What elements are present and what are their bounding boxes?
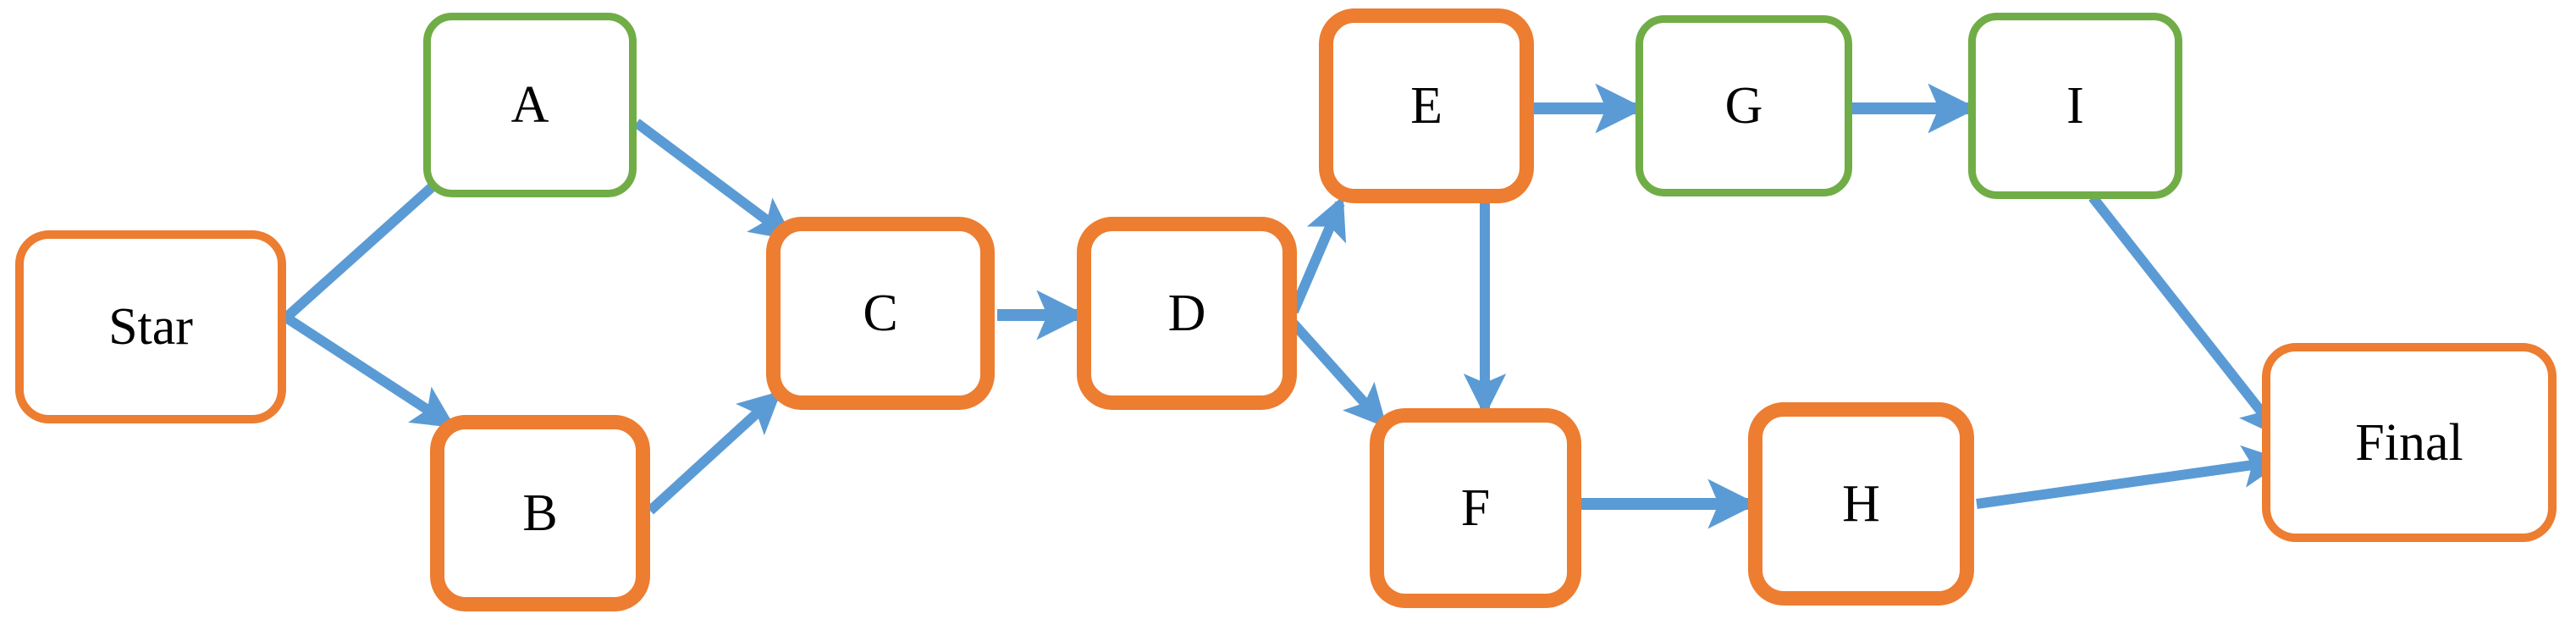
node-label-c: C — [863, 285, 898, 342]
edge-h-final — [1976, 445, 2286, 509]
edge-b-c — [646, 390, 782, 515]
node-e[interactable]: E — [1319, 8, 1534, 203]
node-label-g: G — [1724, 77, 1763, 135]
node-i[interactable]: I — [1968, 13, 2182, 199]
node-star[interactable]: Star — [15, 230, 286, 423]
node-g[interactable]: G — [1636, 15, 1852, 196]
node-label-final: Final — [2355, 413, 2463, 472]
node-a[interactable]: A — [423, 13, 637, 197]
node-label-h: H — [1842, 475, 1880, 533]
node-label-d: D — [1167, 285, 1206, 342]
node-label-b: B — [522, 484, 558, 542]
node-d[interactable]: D — [1077, 217, 1297, 410]
node-b[interactable]: B — [430, 415, 650, 611]
node-label-star: Star — [108, 298, 193, 356]
node-f[interactable]: F — [1370, 408, 1581, 608]
node-c[interactable]: C — [766, 217, 995, 410]
edge-d-f — [1289, 319, 1387, 429]
edge-i-final — [2088, 194, 2282, 439]
node-label-i: I — [2066, 77, 2084, 135]
node-label-f: F — [1460, 479, 1491, 537]
node-final[interactable]: Final — [2262, 343, 2557, 542]
edge-a-c — [633, 119, 794, 241]
node-label-e: E — [1410, 77, 1442, 135]
node-label-a: A — [510, 76, 549, 134]
node-h[interactable]: H — [1748, 402, 1974, 606]
edge-d-e — [1288, 196, 1347, 314]
edge-star-b — [283, 312, 456, 429]
